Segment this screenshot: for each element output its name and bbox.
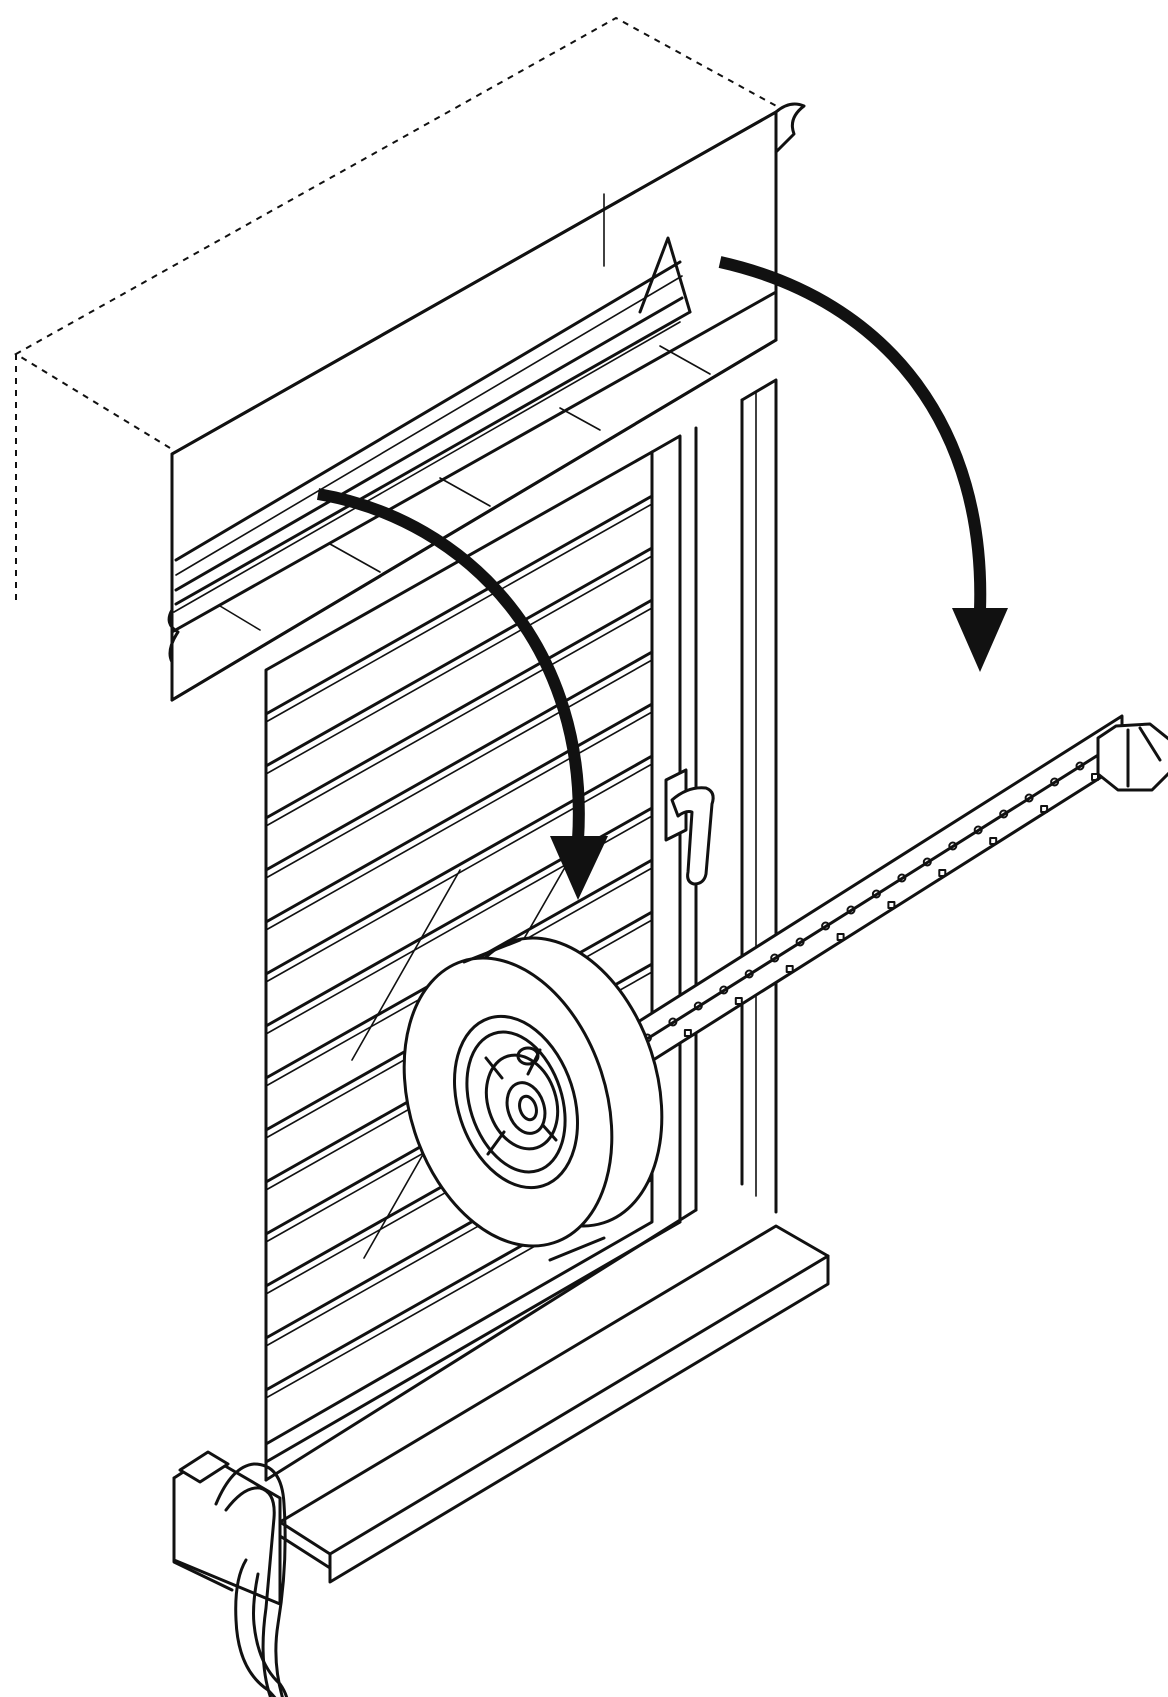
shaft-hole bbox=[897, 873, 907, 883]
shaft-hole bbox=[999, 809, 1009, 819]
shaft-hole bbox=[1075, 761, 1085, 771]
slat-line bbox=[264, 702, 654, 924]
shaft-slot bbox=[1091, 773, 1099, 781]
shaft-slot bbox=[683, 1029, 692, 1037]
shaft-hole bbox=[1024, 793, 1034, 803]
slat-line bbox=[264, 546, 654, 768]
shaft-slot bbox=[989, 837, 998, 845]
window-handle bbox=[664, 768, 715, 886]
shaft-slot bbox=[938, 869, 947, 877]
shaft-hole bbox=[1050, 777, 1060, 787]
slat-line-edge bbox=[265, 711, 653, 931]
shutter-box bbox=[167, 102, 806, 702]
shaft-hole bbox=[821, 921, 831, 931]
shaft-hole bbox=[744, 969, 754, 979]
shaft-hole bbox=[668, 1017, 678, 1027]
octagonal-shaft bbox=[598, 714, 1168, 1088]
shaft-hole bbox=[795, 937, 805, 947]
slat-line bbox=[264, 598, 654, 820]
shaft-hole bbox=[719, 985, 729, 995]
slat-line-edge bbox=[265, 555, 653, 775]
slat-line bbox=[264, 650, 654, 872]
shaft-holes bbox=[617, 761, 1099, 1069]
shaft-hole bbox=[871, 889, 881, 899]
strap bbox=[214, 1462, 289, 1697]
shaft-slot bbox=[887, 901, 896, 909]
shaft-slot bbox=[836, 933, 845, 941]
shaft-slot bbox=[785, 965, 794, 973]
strap-guide bbox=[172, 1450, 282, 1606]
rotation-arrow-back bbox=[718, 256, 1008, 672]
shaft-hole bbox=[922, 857, 932, 867]
shaft-hole bbox=[973, 825, 983, 835]
slat-line-edge bbox=[265, 607, 653, 827]
slat-line-edge bbox=[265, 503, 653, 723]
strap-pulley bbox=[402, 936, 664, 1262]
shaft-slot bbox=[734, 997, 743, 1005]
slat-line bbox=[264, 754, 654, 976]
slat-line bbox=[264, 494, 654, 716]
box-outline-dashed bbox=[14, 16, 781, 600]
shaft-slot bbox=[1040, 805, 1049, 813]
slat-line-edge bbox=[265, 659, 653, 879]
shaft-hole bbox=[846, 905, 856, 915]
rotation-arrow-front bbox=[316, 488, 608, 900]
shaft-hole bbox=[770, 953, 780, 963]
shaft-hole bbox=[693, 1001, 703, 1011]
shaft-hole bbox=[948, 841, 958, 851]
